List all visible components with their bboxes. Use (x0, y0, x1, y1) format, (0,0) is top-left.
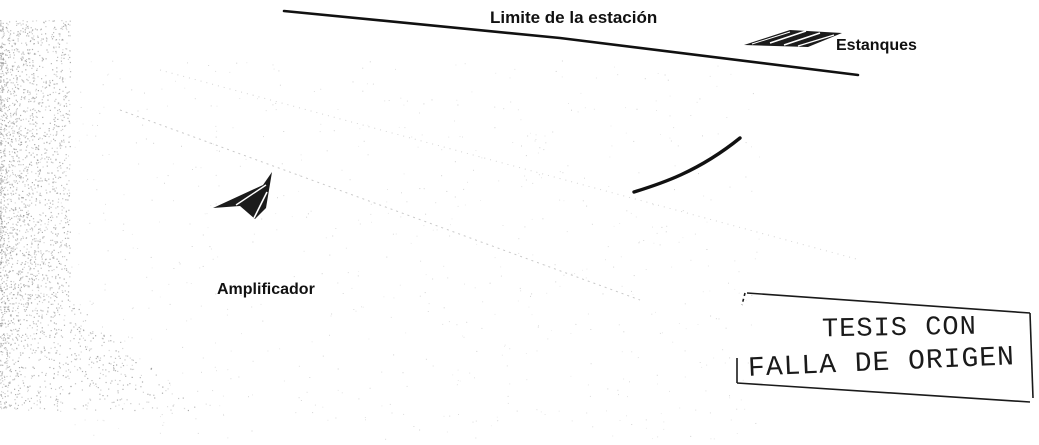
thesis-stamp: TESIS CON FALLA DE ORIGEN (736, 288, 1032, 400)
terrain-texture (0, 20, 760, 440)
amplifier-label: Amplificador (217, 281, 315, 298)
tanks-label: Estanques (836, 37, 917, 54)
station-boundary-line (282, 9, 860, 77)
tanks-icon (744, 30, 842, 47)
channel-line (632, 136, 742, 194)
station-boundary-label: Limite de la estación (490, 8, 658, 27)
amplifier-icon (213, 172, 272, 219)
terrain-edge-line (159, 69, 861, 261)
stamp-line-1: TESIS CON (821, 312, 978, 346)
terrain-edge-line (119, 109, 641, 301)
stamp-border (736, 292, 1034, 403)
stamp-line-2: FALLA DE ORIGEN (747, 342, 1016, 385)
